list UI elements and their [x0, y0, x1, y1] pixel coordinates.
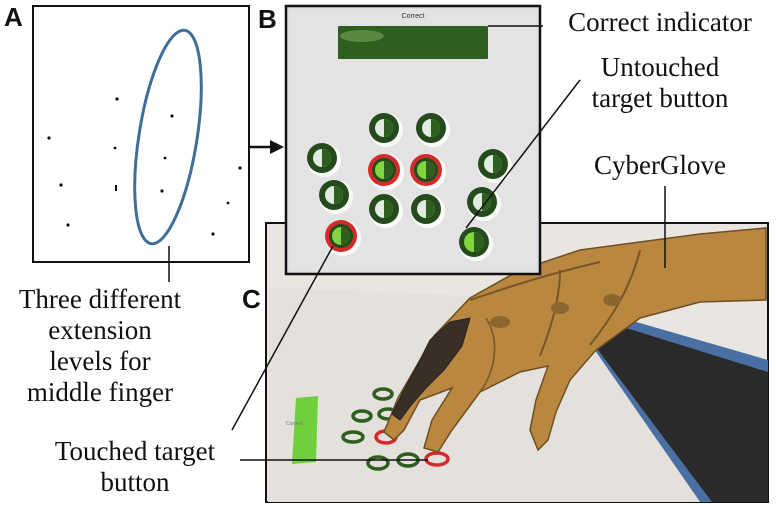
dot [211, 232, 215, 236]
target-button-untouched [411, 194, 445, 228]
photo-button [351, 409, 373, 423]
finger-position-dots [47, 97, 242, 236]
target-button-untouched-green [459, 227, 493, 261]
cyberglove-illustration [383, 227, 767, 453]
dot [113, 146, 117, 150]
touchscreen-surface [268, 287, 700, 502]
untouched-target-leader [465, 79, 581, 229]
indicator-label: Correct [401, 13, 425, 20]
dot [115, 97, 119, 101]
extension-line-3: levels for [49, 346, 151, 376]
target-button-untouched [416, 113, 450, 147]
touched-target-line-2: button [100, 467, 170, 497]
photo-button [372, 387, 394, 401]
extension-line-2: extension [48, 315, 152, 345]
touched-target-leader [231, 245, 334, 431]
photo-button [366, 455, 390, 471]
touched-target-line-1: Touched target [54, 436, 216, 466]
photo-correct-label: Correct [286, 421, 303, 427]
panel-c-letter: C [242, 284, 261, 314]
dot [47, 136, 51, 140]
dot [163, 156, 167, 160]
target-button-touched [410, 154, 446, 190]
dot [170, 114, 174, 118]
extension-levels-annotation: Three different extension levels for mid… [0, 284, 200, 408]
untouched-target-line-1: Untouched [600, 52, 720, 82]
dot [59, 183, 63, 187]
cyberglove-annotation: CyberGlove [594, 150, 726, 180]
indicator-highlight [340, 30, 384, 42]
panel-b-letter: B [258, 4, 277, 34]
dot [160, 189, 164, 193]
panel-a-frame [32, 5, 250, 263]
correct-indicator-annotation: Correct indicator [568, 7, 752, 37]
target-button-touched [325, 220, 361, 256]
panel-a-letter: A [4, 2, 23, 32]
photo-button [341, 430, 365, 444]
photo-button [424, 451, 450, 467]
target-button-untouched [478, 149, 512, 183]
target-button-untouched [369, 113, 403, 147]
dot [238, 166, 242, 170]
table-edge-inner [568, 310, 768, 502]
dot [115, 185, 117, 191]
target-button-untouched [307, 143, 341, 177]
target-button-untouched [319, 180, 353, 214]
untouched-target-annotation: Untouched target button [548, 52, 772, 114]
untouched-target-line-2: target button [591, 83, 729, 113]
touched-target-annotation: Touched target button [30, 436, 240, 498]
target-buttons [307, 113, 512, 261]
target-button-untouched [369, 194, 403, 228]
a-to-b-arrowhead [270, 140, 284, 154]
photo-correct-bar [292, 396, 318, 464]
extension-line-1: Three different [18, 284, 182, 314]
extension-levels-ellipse [133, 28, 203, 246]
dot [226, 201, 230, 205]
target-button-touched [368, 154, 404, 190]
dot [66, 223, 70, 227]
extension-line-4: middle finger [26, 377, 174, 407]
